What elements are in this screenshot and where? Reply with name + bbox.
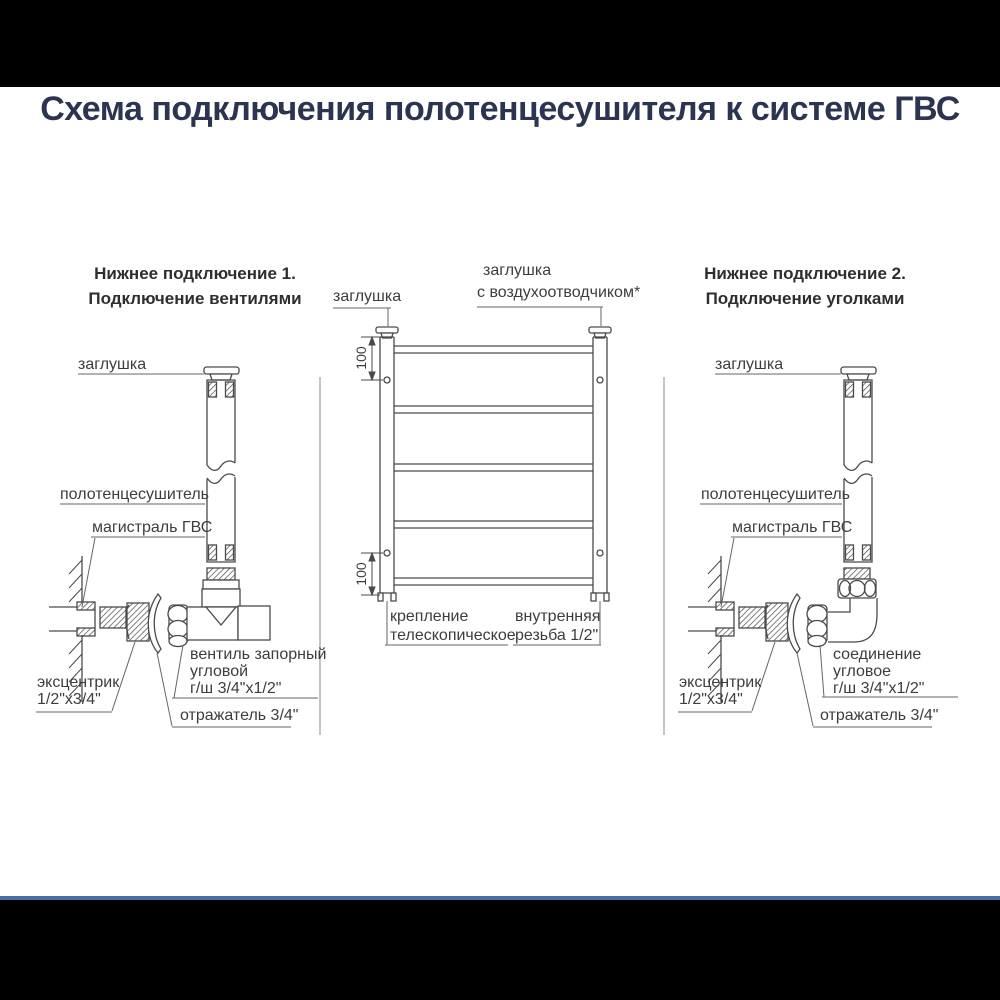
- right-heading-line1: Нижнее подключение 2.: [704, 264, 906, 283]
- bottom-letterbox-band: [0, 900, 1000, 1000]
- wall-connection-left: [49, 556, 189, 702]
- right-panel-heading: Нижнее подключение 2. Подключение уголка…: [650, 264, 960, 308]
- label-air-vent-cap-line2: с воздухоотводчиком*: [477, 284, 641, 301]
- label-hot-water-main-left: магистраль ГВС: [92, 519, 213, 536]
- label-internal-thread: внутренняя резьба 1/2": [515, 608, 601, 644]
- angle-elbow-drawing: [828, 567, 878, 643]
- label-angle-union: соединение угловое г/ш 3/4"х1/2": [833, 646, 925, 697]
- label-cap-right: заглушка: [715, 356, 784, 373]
- label-cap-left: заглушка: [78, 356, 147, 373]
- label-valve: вентиль запорный угловой г/ш 3/4"х1/2": [190, 646, 327, 697]
- right-heading-line2: Подключение уголками: [705, 289, 905, 308]
- page-title: Схема подключения полотенцесушителя к си…: [40, 90, 960, 128]
- label-hot-water-main-right: магистраль ГВС: [732, 519, 853, 536]
- towel-rail-pipe-left: [203, 366, 240, 563]
- angle-valve-drawing: [186, 567, 271, 641]
- label-towel-rail-right: полотенцесушитель: [701, 486, 850, 503]
- top-letterbox-band: [0, 0, 1000, 87]
- label-air-vent-cap-line1: заглушка: [483, 262, 552, 279]
- label-eccentric-right: эксцентрик 1/2"х3/4": [679, 674, 762, 708]
- label-reflector-right: отражатель 3/4": [820, 707, 939, 724]
- label-cap-center: заглушка: [333, 288, 402, 305]
- label-telescopic-mount: крепление телескопическое: [390, 608, 516, 644]
- dimension-100-bottom: 100: [353, 562, 369, 586]
- panel-dividers: [319, 377, 665, 735]
- dimension-100-top: 100: [353, 346, 369, 370]
- left-panel-heading: Нижнее подключение 1. Подключение вентил…: [40, 264, 350, 308]
- label-reflector-left: отражатель 3/4": [180, 707, 299, 724]
- towel-rail-front-view: [375, 326, 612, 602]
- accent-rule: [0, 896, 1000, 900]
- label-towel-rail-left: полотенцесушитель: [60, 486, 209, 503]
- label-eccentric-left: эксцентрик 1/2"х3/4": [37, 674, 120, 708]
- left-heading-line1: Нижнее подключение 1.: [94, 264, 296, 283]
- dimension-lines: [361, 335, 383, 597]
- left-heading-line2: Подключение вентилями: [88, 289, 302, 308]
- label-leaders: [36, 306, 958, 728]
